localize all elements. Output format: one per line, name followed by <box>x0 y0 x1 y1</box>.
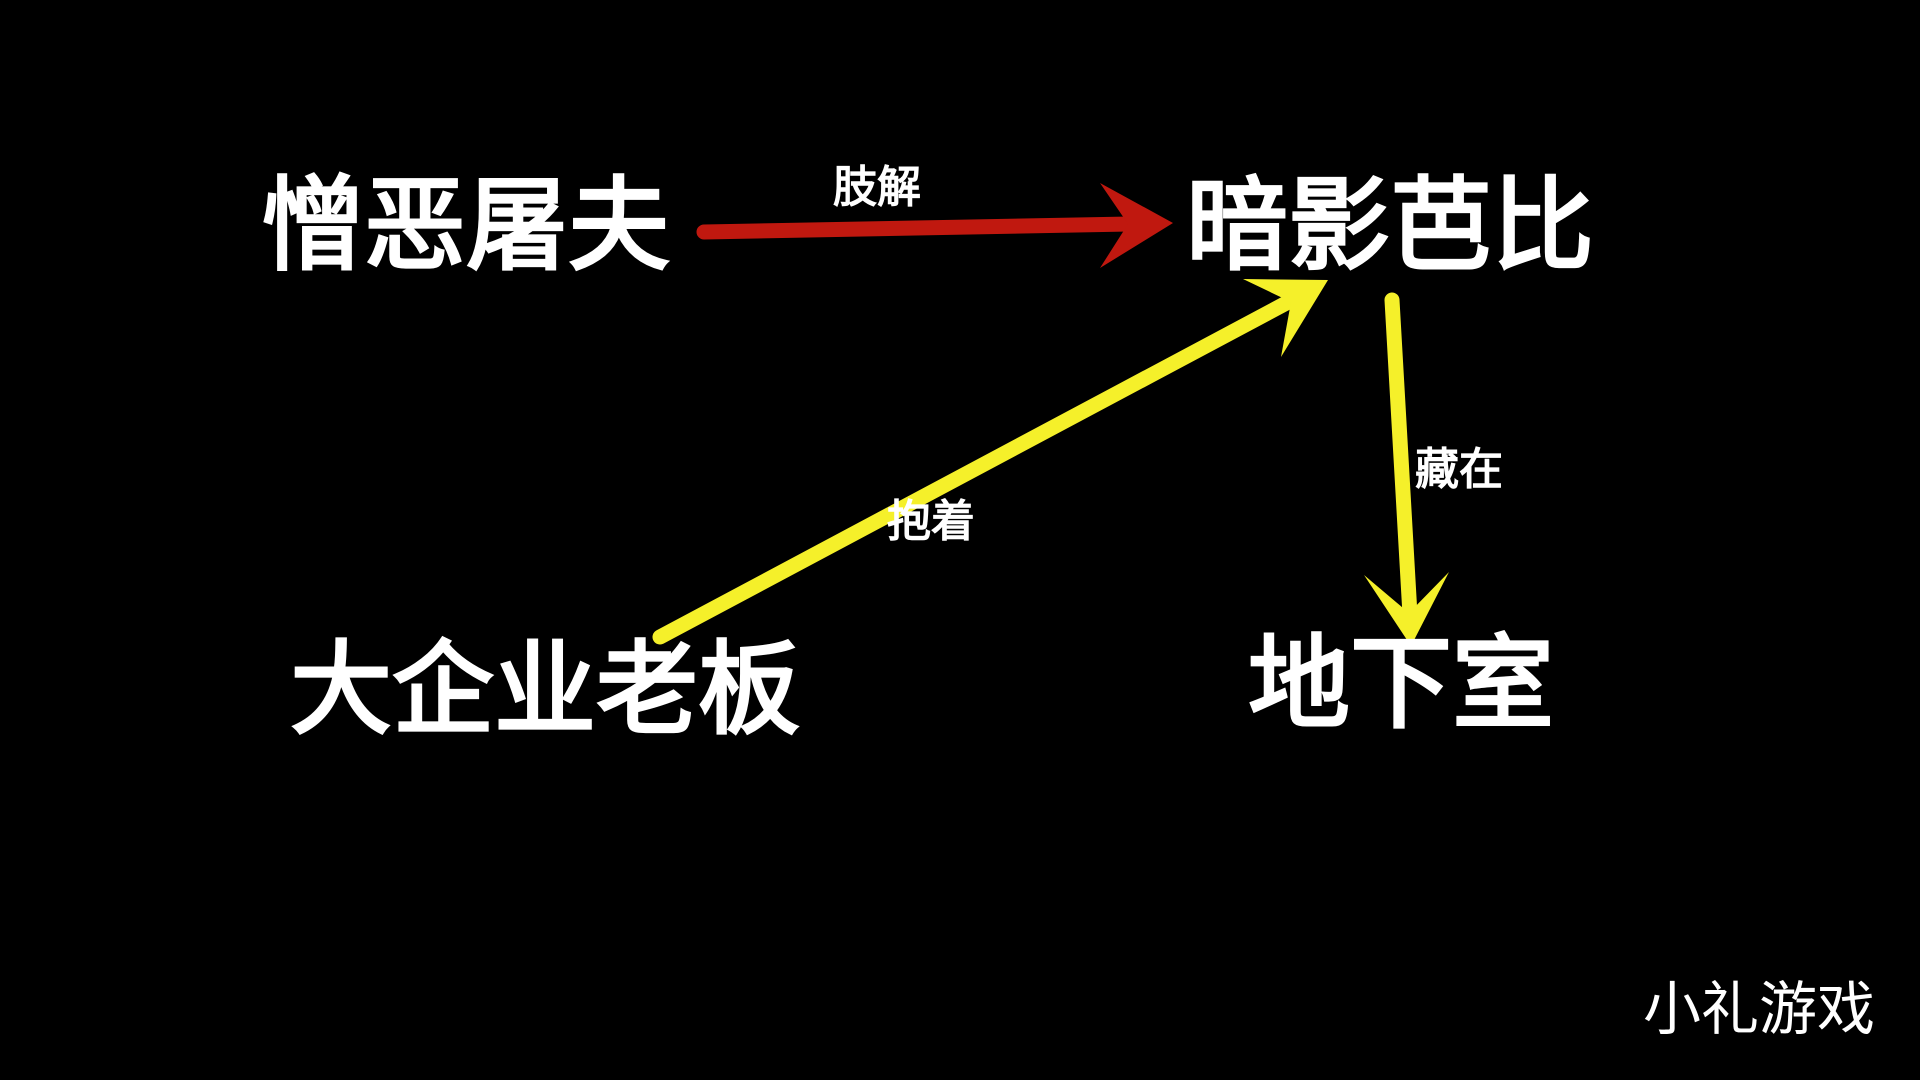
node-basement: 地下室 <box>1248 625 1554 744</box>
edge-label-hidden-in: 藏在 <box>1415 444 1503 495</box>
edge-label-holding: 抱着 <box>887 496 975 547</box>
arrow-boss-to-barbie <box>652 279 1328 645</box>
node-shadow-barbie: 暗影芭比 <box>1186 167 1594 286</box>
watermark: 小礼游戏 <box>1643 975 1876 1043</box>
node-hate-butcher: 憎恶屠夫 <box>262 167 670 286</box>
edge-label-dismember: 肢解 <box>833 162 921 213</box>
arrow-butcher-to-barbie <box>696 183 1173 268</box>
arrow-barbie-to-basement <box>1364 292 1449 646</box>
node-corporate-boss: 大企业老板 <box>290 631 800 750</box>
